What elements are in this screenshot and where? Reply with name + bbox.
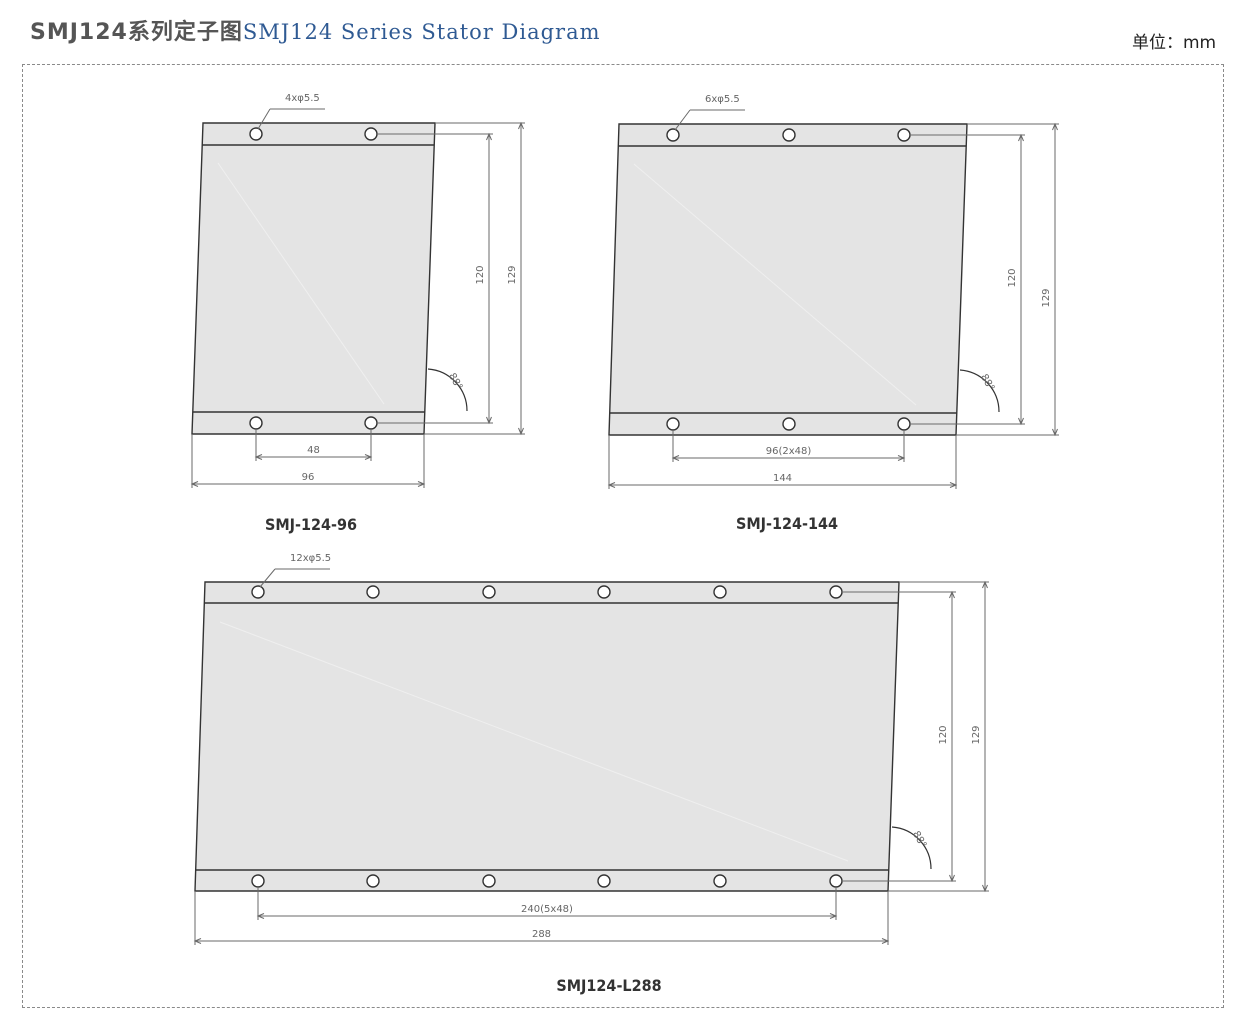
title-english: SMJ124 Series Stator Diagram: [242, 20, 601, 44]
stator-body: [191, 122, 436, 435]
mounting-hole-top: [897, 128, 911, 142]
model-name: SMJ124-L288: [556, 976, 661, 995]
mounting-hole-top: [251, 585, 265, 599]
mounting-hole-top: [364, 127, 378, 141]
mounting-hole-bottom: [597, 874, 611, 888]
hole-leader-line: [259, 568, 276, 588]
mounting-hole-top: [249, 127, 263, 141]
dim-arrow-129-bottom: [1052, 428, 1058, 437]
dim-arrow-129-top: [518, 121, 524, 130]
mounting-hole-bottom: [666, 417, 680, 431]
dim-arrow-width-left: [193, 938, 202, 944]
mounting-hole-bottom: [829, 874, 843, 888]
dim-arrow-120-top: [949, 590, 955, 599]
mounting-hole-top: [666, 128, 680, 142]
angle-arc: [891, 826, 932, 870]
hole-spec-label: 4xφ5.5: [285, 93, 320, 104]
dim-arrow-pitch-left: [671, 455, 680, 461]
body-highlight: [217, 162, 385, 405]
mounting-hole-bottom: [366, 874, 380, 888]
dim-label-width: 96: [302, 472, 315, 483]
dim-arrow-pitch-left: [256, 913, 265, 919]
dim-arrow-129-top: [1052, 122, 1058, 131]
hole-leader-line: [674, 109, 691, 131]
stator-body: [194, 581, 900, 892]
dim-arrow-120-bottom: [486, 416, 492, 425]
model-name: SMJ-124-96: [265, 515, 357, 534]
mounting-hole-top: [782, 128, 796, 142]
body-highlight: [219, 621, 849, 862]
angle-arc: [959, 369, 1000, 413]
mounting-hole-bottom: [713, 874, 727, 888]
dim-arrow-width-left: [190, 481, 199, 487]
dim-arrow-129-top: [982, 580, 988, 589]
dim-label-120: 120: [475, 265, 486, 284]
hole-leader-line: [257, 108, 271, 130]
title-chinese: SMJ124系列定子图: [30, 20, 243, 45]
hole-spec-label: 6xφ5.5: [705, 94, 740, 105]
dim-label-129: 129: [971, 725, 982, 744]
mounting-hole-bottom: [782, 417, 796, 431]
dim-label-129: 129: [1041, 288, 1052, 307]
diagram-frame: [22, 64, 1224, 1008]
body-highlight: [633, 163, 917, 406]
dim-label-width: 288: [532, 929, 551, 940]
dim-arrow-120-bottom: [949, 874, 955, 883]
dim-arrow-width-right: [881, 938, 890, 944]
dim-arrow-width-right: [949, 482, 958, 488]
dim-label-pitch: 240(5x48): [521, 904, 573, 915]
model-name: SMJ-124-144: [736, 514, 838, 533]
mounting-hole-top: [829, 585, 843, 599]
mounting-hole-top: [713, 585, 727, 599]
dim-label-120: 120: [938, 725, 949, 744]
mounting-hole-top: [597, 585, 611, 599]
dim-arrow-width-right: [417, 481, 426, 487]
dim-label-pitch: 48: [307, 445, 320, 456]
mounting-hole-top: [366, 585, 380, 599]
dim-arrow-pitch-right: [897, 455, 906, 461]
dim-label-pitch: 96(2x48): [766, 446, 812, 457]
dim-arrow-129-bottom: [518, 427, 524, 436]
dim-label-120: 120: [1007, 268, 1018, 287]
hole-spec-label: 12xφ5.5: [290, 553, 331, 564]
dim-arrow-pitch-left: [254, 454, 263, 460]
dim-arrow-120-top: [486, 132, 492, 141]
dim-arrow-pitch-right: [364, 454, 373, 460]
mounting-hole-bottom: [897, 417, 911, 431]
page-title: SMJ124系列定子图 SMJ124 Series Stator Diagram: [30, 14, 601, 48]
mounting-hole-bottom: [251, 874, 265, 888]
dim-arrow-width-left: [607, 482, 616, 488]
mounting-hole-bottom: [482, 874, 496, 888]
angle-arc: [427, 368, 468, 412]
mounting-hole-top: [482, 585, 496, 599]
unit-label: 单位：mm: [1132, 33, 1217, 53]
mounting-hole-bottom: [249, 416, 263, 430]
dim-arrow-120-top: [1018, 133, 1024, 142]
dim-label-129: 129: [507, 265, 518, 284]
stator-body: [608, 123, 968, 436]
dim-arrow-pitch-right: [829, 913, 838, 919]
mounting-hole-bottom: [364, 416, 378, 430]
dim-arrow-120-bottom: [1018, 417, 1024, 426]
dim-arrow-129-bottom: [982, 884, 988, 893]
dim-label-width: 144: [773, 473, 792, 484]
